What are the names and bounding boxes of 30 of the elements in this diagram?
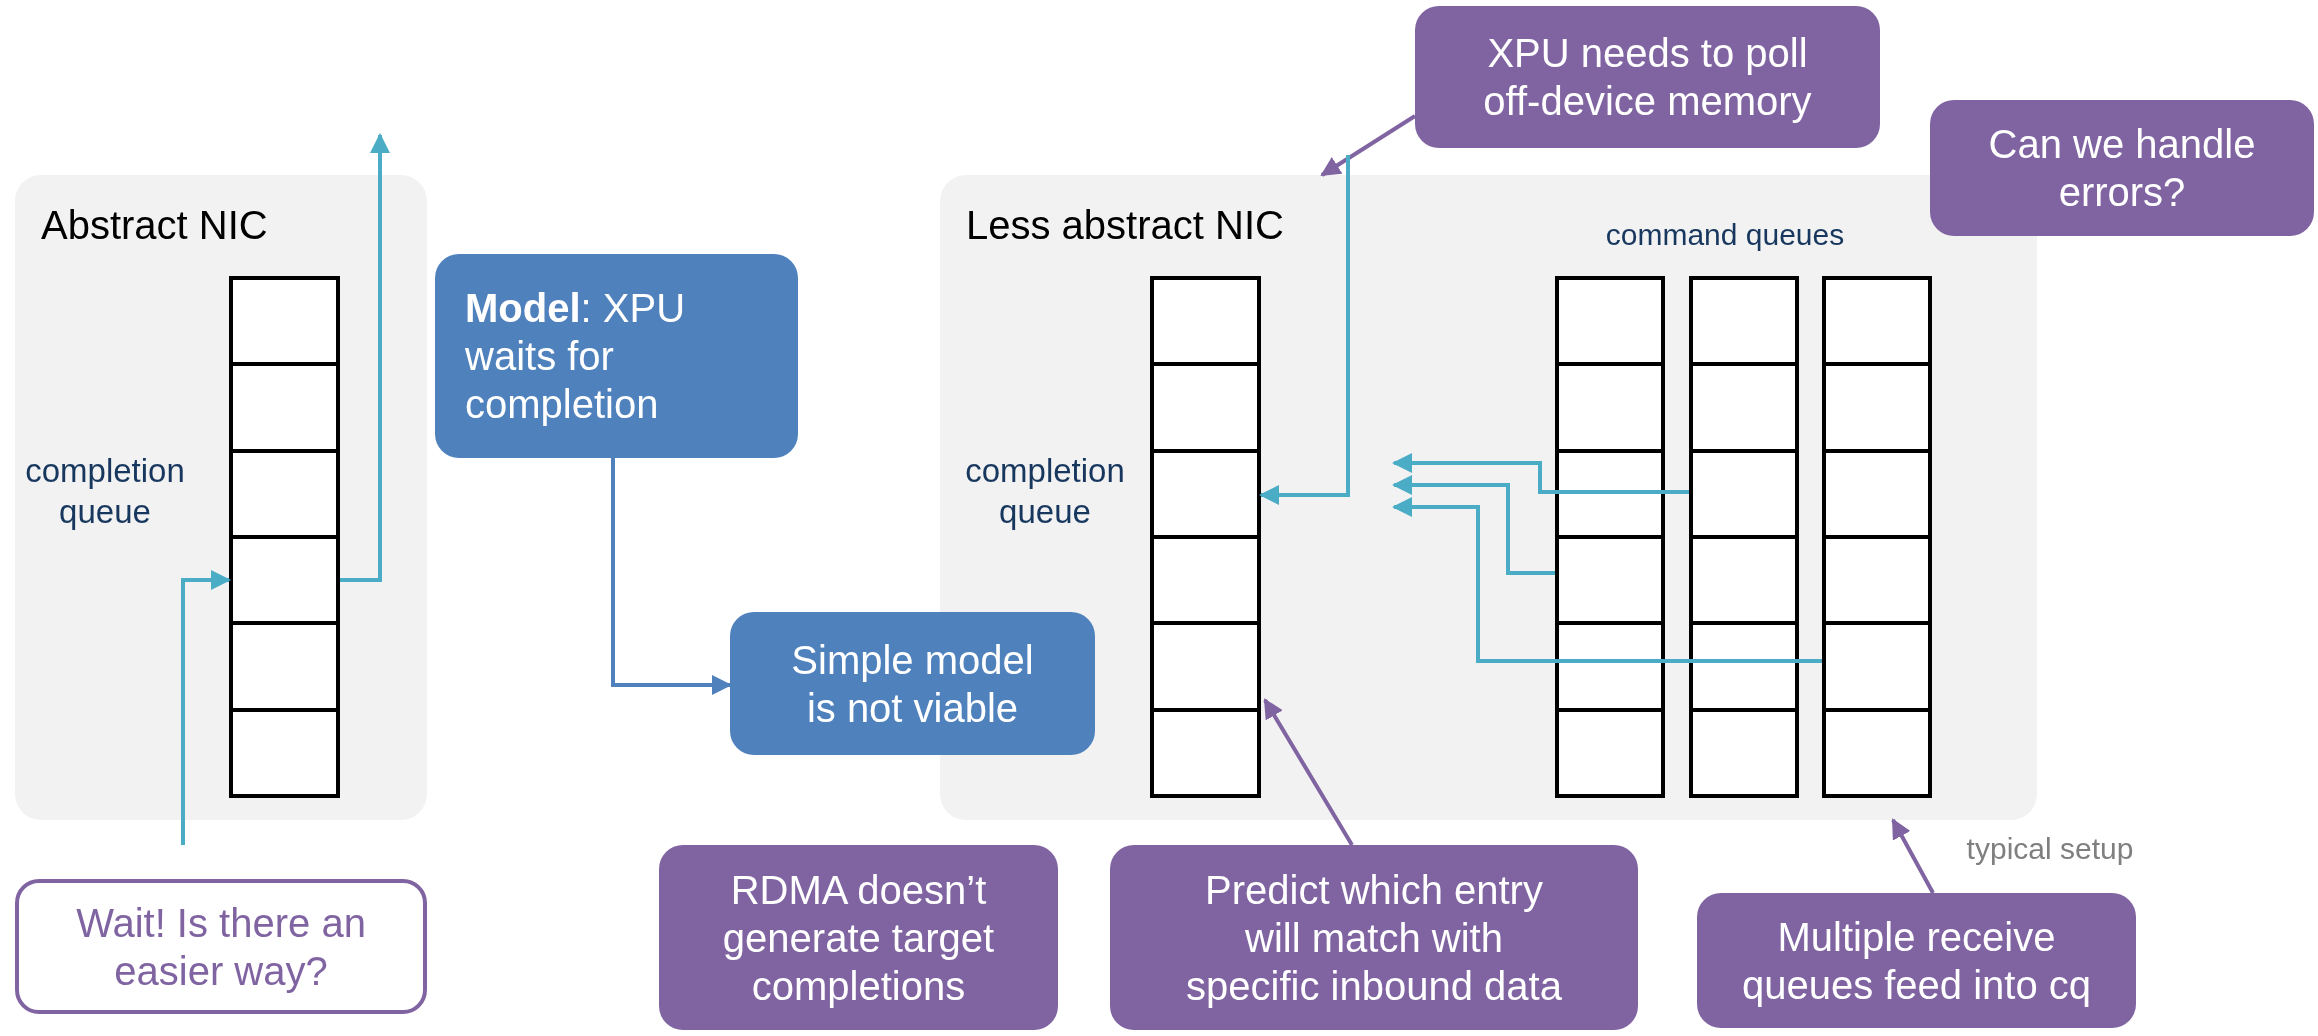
queue-column xyxy=(229,276,340,798)
arrow xyxy=(1392,453,1689,494)
callout-box: Model: XPU waits for completion xyxy=(435,254,798,458)
queue-label: completion queue xyxy=(964,451,1126,533)
connector-arrow xyxy=(1263,698,1354,847)
arrow xyxy=(1392,475,1555,575)
callout-box: Predict which entry will match with specific inbound data xyxy=(1110,845,1638,1030)
nic-panel xyxy=(15,175,427,820)
queue-column xyxy=(1555,276,1665,798)
callout-box: RDMA doesn’t generate target completions xyxy=(659,845,1058,1030)
queue-column xyxy=(1689,276,1799,798)
arrow xyxy=(181,570,231,845)
panel-title: Less abstract NIC xyxy=(966,203,1284,248)
arrow xyxy=(1259,155,1350,505)
callout-box: Multiple receive queues feed into cq xyxy=(1697,893,2136,1028)
connector-arrow xyxy=(1320,114,1417,177)
arrow xyxy=(1392,497,1822,663)
annotation-text: command queues xyxy=(1604,218,1846,252)
callout-box: Wait! Is there an easier way? xyxy=(15,879,427,1014)
callout-box: Can we handle errors? xyxy=(1930,100,2314,236)
queue-column xyxy=(1150,276,1261,798)
arrow xyxy=(340,133,390,582)
queue-column xyxy=(1822,276,1932,798)
callout-box: XPU needs to poll off-device memory xyxy=(1415,6,1880,148)
connector-arrow xyxy=(611,458,732,695)
connector-arrow xyxy=(1891,818,1935,894)
queue-label: completion queue xyxy=(24,451,186,533)
panel-title: Abstract NIC xyxy=(41,203,268,248)
annotation-text: typical setup xyxy=(1965,832,2135,866)
callout-box: Simple model is not viable xyxy=(730,612,1095,755)
